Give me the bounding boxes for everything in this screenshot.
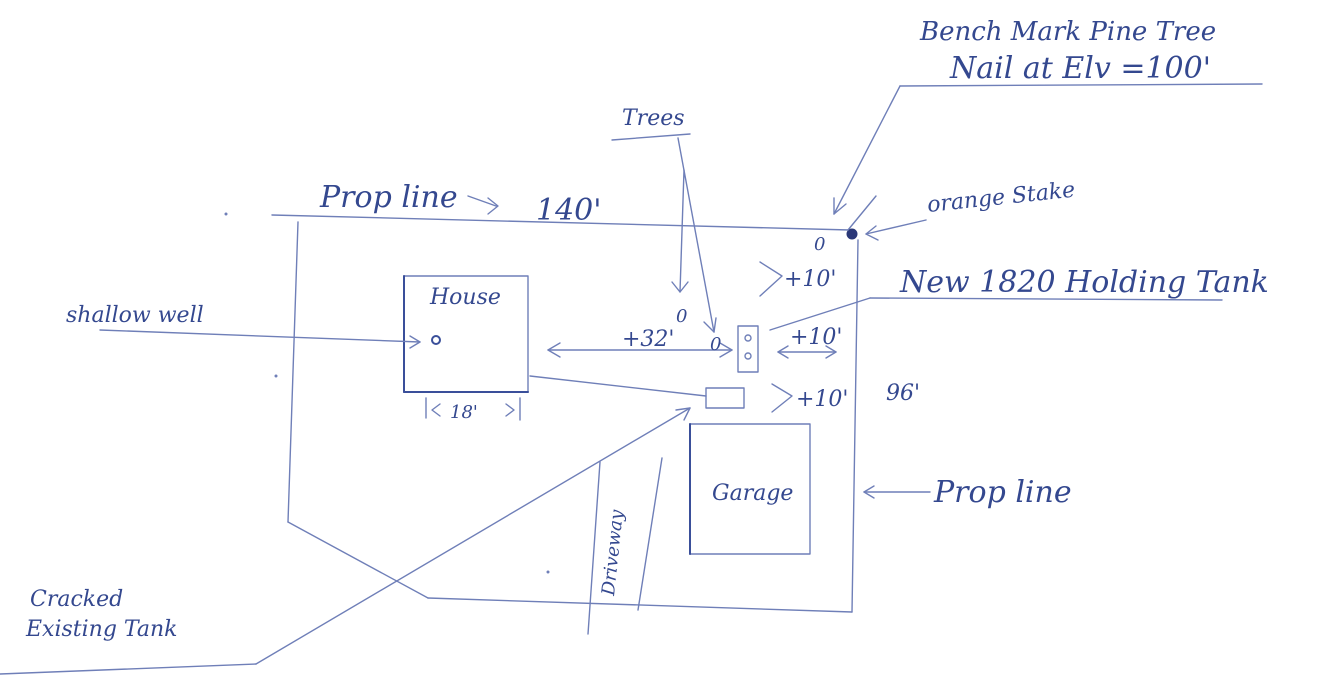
trees-arrow-right bbox=[677, 137, 715, 333]
stray-mark-3 bbox=[546, 570, 550, 574]
prop-line-right-arrowhead bbox=[863, 485, 875, 499]
elev-lower-bracket bbox=[771, 383, 793, 413]
elev-upper-label: +10' bbox=[784, 267, 836, 292]
house-to-tank-label: +32' bbox=[622, 327, 674, 352]
shallow-well-marker bbox=[431, 335, 441, 345]
shallow-well-leader bbox=[99, 329, 421, 343]
house-to-tank-pipe bbox=[529, 375, 707, 397]
house-width-dimension bbox=[425, 397, 521, 421]
stray-mark-1 bbox=[224, 212, 228, 216]
orange-stake-tick bbox=[847, 195, 877, 231]
cracked-label-line1: Cracked bbox=[30, 587, 123, 612]
tank-port-1 bbox=[744, 334, 752, 342]
orange-stake-leader bbox=[865, 219, 927, 235]
house-width-label: 18' bbox=[450, 402, 478, 423]
right-dimension-label: 96' bbox=[886, 381, 920, 406]
tank-to-propline-label: +10' bbox=[790, 325, 842, 350]
driveway-edge-right bbox=[637, 457, 663, 611]
shallow-well-label: shallow well bbox=[66, 303, 204, 328]
shallow-well-arrowhead bbox=[409, 335, 421, 349]
prop-line-left-diagonal bbox=[287, 521, 429, 599]
benchmark-leader bbox=[833, 85, 901, 215]
benchmark-arrowhead bbox=[833, 197, 847, 215]
trees-arrow-left-head bbox=[671, 281, 689, 293]
prop-line-top bbox=[271, 214, 851, 231]
benchmark-underline bbox=[899, 83, 1263, 87]
prop-line-right bbox=[851, 239, 859, 613]
elev-upper-bracket bbox=[759, 261, 783, 297]
prop-line-bottom bbox=[427, 597, 853, 613]
house-label: House bbox=[429, 285, 501, 310]
top-dimension-label: 140' bbox=[536, 193, 602, 228]
property-boundary bbox=[271, 214, 859, 613]
tank-port-2 bbox=[744, 352, 752, 360]
prop-line-top-arrow bbox=[467, 195, 499, 215]
stray-mark-2 bbox=[274, 374, 278, 378]
cracked-underline bbox=[0, 663, 257, 675]
cracked-leader-head bbox=[675, 407, 691, 421]
trees-arrow-left bbox=[679, 169, 685, 293]
tree-marker-2: 0 bbox=[710, 334, 721, 355]
house-to-tank-dimension bbox=[547, 342, 733, 358]
orange-stake-label: orange Stake bbox=[926, 178, 1076, 218]
tank-to-propline-dimension bbox=[777, 345, 837, 359]
new-tank-leader-diag bbox=[769, 297, 871, 331]
orange-stake-arrowhead bbox=[865, 225, 879, 241]
prop-line-top-label: Prop line bbox=[319, 180, 458, 215]
elev-lower-label: +10' bbox=[796, 387, 848, 412]
new-tank-leader bbox=[869, 297, 1223, 301]
new-tank-label: New 1820 Holding Tank bbox=[899, 265, 1269, 300]
driveway-label: Driveway bbox=[598, 508, 628, 597]
cracked-leader bbox=[255, 407, 691, 665]
new-holding-tank bbox=[737, 325, 759, 373]
orange-stake-marker bbox=[846, 228, 858, 240]
house bbox=[403, 275, 529, 393]
prop-line-left bbox=[287, 221, 299, 523]
benchmark-label-line1: Bench Mark Pine Tree bbox=[919, 17, 1216, 47]
trees-underline bbox=[611, 133, 691, 141]
garage-label: Garage bbox=[712, 481, 793, 506]
tree-marker-1: 0 bbox=[676, 306, 687, 327]
benchmark-label-line2: Nail at Elv =100' bbox=[949, 51, 1211, 86]
cracked-label-line2: Existing Tank bbox=[25, 617, 178, 642]
prop-line-right-label: Prop line bbox=[933, 475, 1072, 510]
driveway-edge-left bbox=[587, 461, 601, 635]
elev-zero-marker: 0 bbox=[814, 234, 825, 255]
trees-arrow-right-head bbox=[703, 317, 717, 333]
existing-tank bbox=[705, 387, 745, 409]
trees-label: Trees bbox=[622, 106, 685, 131]
